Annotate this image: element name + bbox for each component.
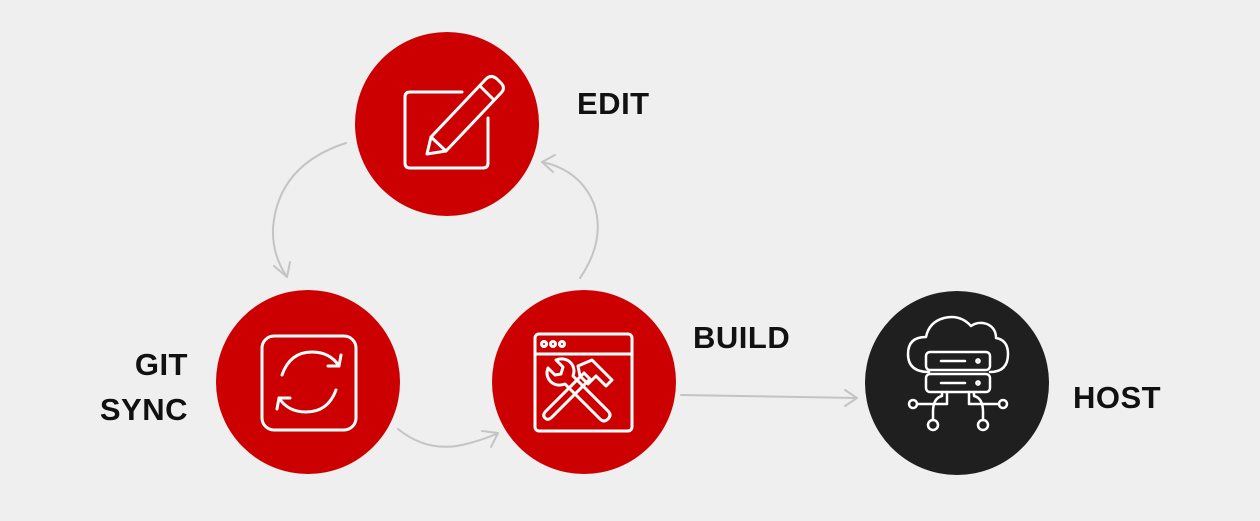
arrowhead-git-sync-to-build bbox=[481, 430, 499, 448]
edit-label: EDIT bbox=[577, 86, 650, 121]
connectors bbox=[271, 142, 858, 448]
arrowhead-build-to-edit bbox=[541, 154, 556, 173]
arrowhead-build-to-host bbox=[844, 389, 858, 407]
build-tools-icon bbox=[533, 332, 634, 433]
arrowhead-edit-to-git-sync bbox=[273, 261, 291, 278]
build-label: BUILD bbox=[693, 320, 790, 355]
cloud-server-icon bbox=[906, 315, 1010, 432]
connector-build-to-host bbox=[680, 394, 858, 399]
sync-arrows-icon bbox=[260, 334, 358, 432]
connector-git-sync-to-build bbox=[397, 428, 499, 448]
node-host: HOST bbox=[865, 291, 1161, 475]
git-sync-label-line1: GIT bbox=[135, 347, 188, 382]
node-build: BUILD bbox=[492, 290, 790, 474]
connector-edit-to-git-sync bbox=[271, 142, 347, 278]
node-git-sync: GIT SYNC bbox=[100, 290, 400, 474]
host-label: HOST bbox=[1073, 380, 1161, 415]
edit-circle bbox=[355, 32, 539, 216]
node-edit: EDIT bbox=[355, 32, 650, 216]
git-sync-circle bbox=[216, 290, 400, 474]
edit-pencil-icon bbox=[403, 75, 505, 170]
connector-build-to-edit bbox=[541, 161, 599, 279]
git-sync-label-line2: SYNC bbox=[100, 392, 188, 427]
